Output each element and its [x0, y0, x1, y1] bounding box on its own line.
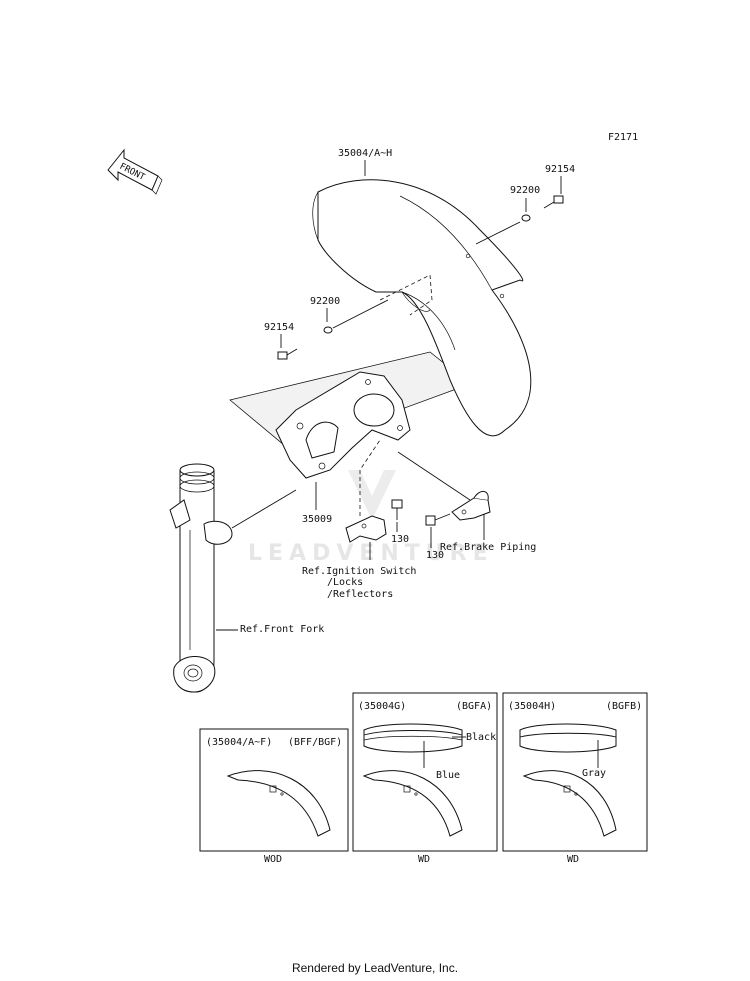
bolt-top-icon: [543, 195, 564, 209]
variant-box-1: (35004/A~F) (BFF/BGF) WOD: [199, 728, 349, 865]
figure-code: F2171: [608, 132, 638, 143]
variant-1-caption: WOD: [264, 854, 282, 865]
bolt-left-icon: [277, 348, 298, 360]
watermark-logo-icon: [348, 470, 396, 520]
variant-3-code: (BGFB): [606, 701, 642, 712]
ref-front-fork: Ref.Front Fork: [240, 624, 324, 635]
label-bracket: 35009: [302, 514, 332, 525]
front-arrow-icon: FRONT: [107, 148, 163, 195]
ignition-bracket: [345, 439, 387, 560]
front-fork: [169, 463, 233, 693]
ref-ignition-line1: Ref.Ignition Switch: [302, 566, 416, 577]
label-bolt-b: 130: [426, 550, 444, 561]
variant-3-fender-icon: [522, 770, 617, 837]
variant-2-part: (35004G): [358, 701, 406, 712]
variant-box-2: (35004G) (BGFA) Black Blue WD: [352, 692, 498, 865]
label-bolt-left: 92154: [264, 322, 294, 333]
variant-2-note-black: Black: [466, 732, 496, 743]
variant-2-stripe-icon: [363, 723, 463, 753]
label-washer-left: 92200: [310, 296, 340, 307]
bolt-130-a-icon: [391, 499, 403, 520]
ref-brake-piping: Ref.Brake Piping: [440, 542, 536, 553]
variant-1-fender-icon: [226, 770, 331, 837]
washer-top-icon: [521, 214, 531, 222]
watermark-text: LEADVENTURE: [248, 541, 494, 566]
fender-bracket: [275, 371, 411, 479]
variant-3-caption: WD: [567, 854, 579, 865]
washer-left-icon: [323, 326, 333, 334]
label-bolt-top: 92154: [545, 164, 575, 175]
variant-3-note-gray: Gray: [582, 768, 606, 779]
watermark: LEADVENTURE: [248, 470, 494, 566]
brake-clamp: [397, 451, 491, 521]
label-washer-top: 92200: [510, 185, 540, 196]
label-fender: 35004/A~H: [338, 148, 392, 159]
variant-1-code: (BFF/BGF): [288, 737, 342, 748]
variant-2-fender-icon: [362, 770, 463, 837]
footer-credit: Rendered by LeadVenture, Inc.: [291, 961, 459, 975]
variant-3-stripe-icon: [519, 723, 617, 753]
front-fender: [312, 179, 532, 437]
variant-1-part: (35004/A~F): [206, 737, 272, 748]
bolt-130-b-icon: [425, 513, 451, 526]
ref-ignition-line2: /Locks: [327, 577, 363, 588]
variant-box-3: (35004H) (BGFB) Gray WD: [502, 692, 648, 865]
ref-ignition-line3: /Reflectors: [327, 589, 393, 600]
variant-3-part: (35004H): [508, 701, 556, 712]
label-bolt-a: 130: [391, 534, 409, 545]
variant-2-note-blue: Blue: [436, 770, 460, 781]
variant-2-caption: WD: [418, 854, 430, 865]
variant-2-code: (BGFA): [456, 701, 492, 712]
